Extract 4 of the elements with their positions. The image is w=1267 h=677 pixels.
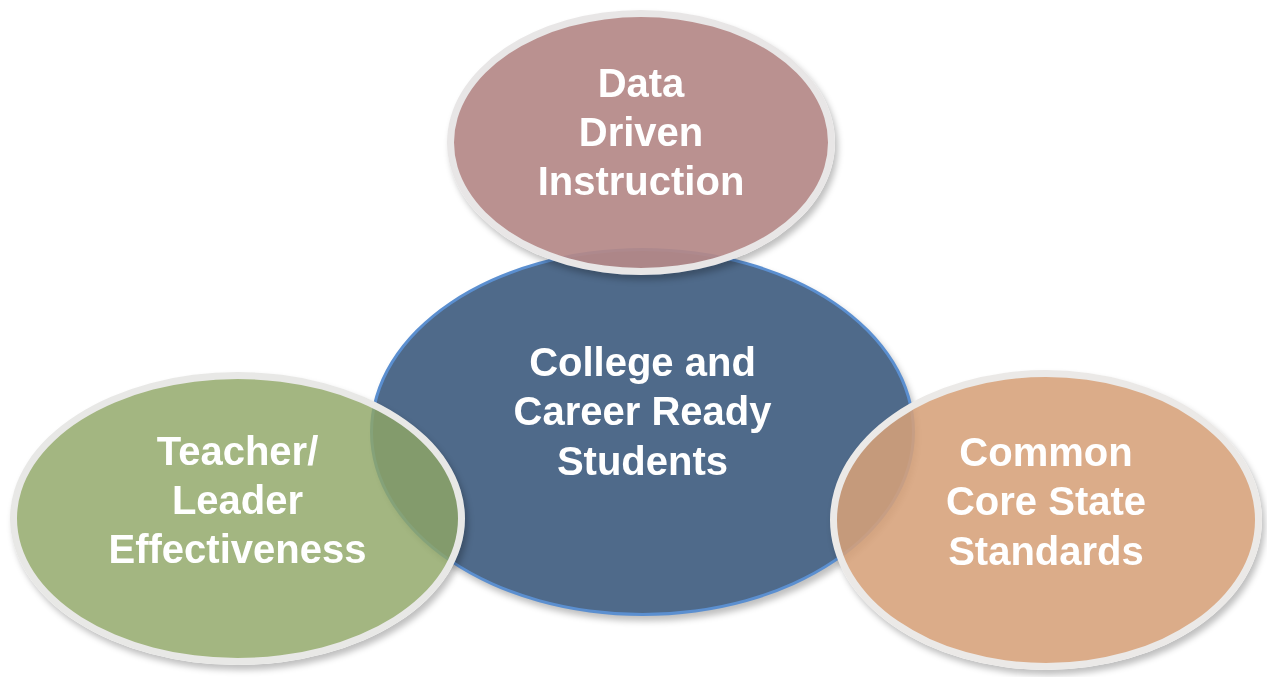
oval-label: Teacher/ Leader Effectiveness: [107, 427, 368, 574]
oval-label: Data Driven Instruction: [536, 59, 746, 206]
oval-label: Common Core State Standards: [944, 429, 1148, 575]
oval-label: College and Career Ready Students: [512, 339, 773, 485]
